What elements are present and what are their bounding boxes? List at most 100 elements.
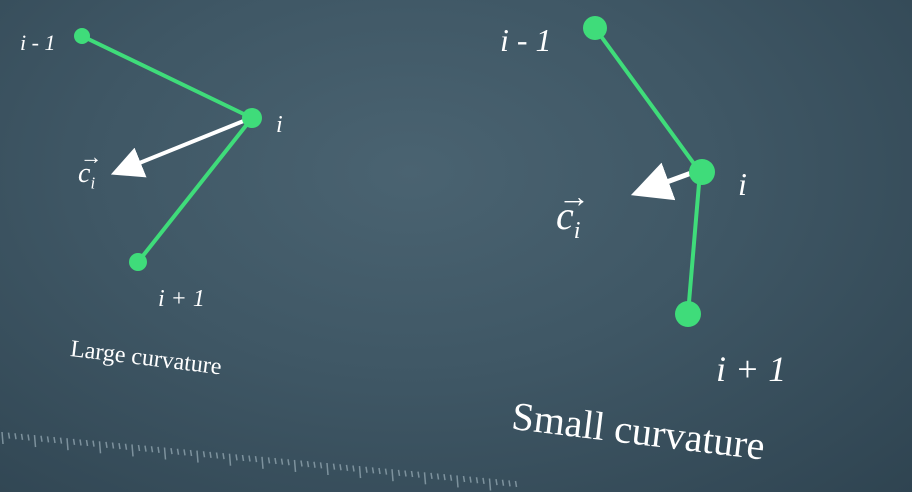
- ruler-tick: [196, 450, 199, 463]
- ruler-tick: [118, 443, 121, 450]
- ruler-tick: [482, 477, 485, 485]
- ruler-tick: [501, 479, 505, 486]
- small-curvature-diagram: [583, 16, 715, 327]
- ruler-tick: [378, 467, 381, 475]
- ruler-tick: [20, 433, 24, 440]
- ruler-tick: [215, 452, 219, 459]
- ruler-tick: [443, 474, 446, 481]
- ruler-tick: [228, 453, 232, 466]
- ruler-tick: [397, 469, 401, 476]
- ruler-tick: [66, 438, 69, 451]
- ruler-tick: [365, 466, 368, 473]
- node-next: [129, 253, 147, 271]
- ruler-tick: [131, 444, 134, 457]
- ruler-tick: [261, 456, 264, 469]
- curvature-vector-arrow: [630, 162, 695, 201]
- ruler-tick: [1, 431, 4, 445]
- ruler-tick: [449, 474, 453, 481]
- ruler-tick: [410, 470, 414, 478]
- ruler-tick: [280, 458, 284, 465]
- node-next: [675, 301, 701, 327]
- node-curr: [242, 108, 262, 128]
- curvature-vector-label: →ci: [556, 178, 590, 245]
- ruler-tick: [33, 435, 37, 448]
- edge-curr-to-next: [686, 171, 702, 315]
- ruler-tick: [339, 464, 342, 471]
- label-next-node: i + 1: [158, 286, 205, 312]
- ruler-tick: [306, 461, 310, 468]
- ruler-tick: [267, 457, 271, 464]
- ruler-tick: [183, 449, 186, 456]
- ruler-tick: [105, 441, 108, 449]
- ruler-tick: [235, 454, 238, 461]
- ruler-tick: [144, 445, 147, 452]
- curvature-vector-label: →ci: [78, 144, 102, 194]
- ruler-tick: [40, 435, 43, 442]
- ruler-tick: [495, 478, 498, 486]
- ruler-tick: [124, 443, 128, 450]
- ruler-tick: [371, 467, 375, 474]
- ruler-tick: [241, 454, 245, 462]
- label-prev-node: i - 1: [20, 30, 56, 55]
- ruler-tick: [404, 470, 407, 477]
- ruler-ticks: [1, 431, 518, 491]
- ruler-tick: [514, 480, 518, 488]
- ruler-tick: [358, 466, 362, 479]
- ruler-tick: [111, 442, 115, 449]
- ruler-tick: [313, 461, 316, 468]
- ruler-tick: [423, 472, 427, 485]
- ruler-tick: [72, 438, 76, 445]
- ruler-tick: [176, 448, 180, 455]
- ruler-tick: [92, 440, 95, 447]
- label-next-node: i + 1: [716, 349, 787, 389]
- ruler-tick: [222, 452, 225, 460]
- ruler-tick: [202, 451, 206, 458]
- ruler-tick: [59, 437, 63, 444]
- ruler-tick: [53, 436, 56, 444]
- edge-prev-to-curr: [81, 34, 253, 120]
- ruler-tick: [170, 447, 173, 455]
- label-prev-node: i - 1: [500, 22, 552, 58]
- label-curr-node: i: [276, 112, 283, 138]
- ruler-tick: [248, 455, 251, 462]
- ruler-tick: [332, 463, 336, 470]
- node-curr: [689, 159, 715, 185]
- ruler-tick: [137, 444, 141, 452]
- ruler-tick: [254, 456, 258, 463]
- ruler-tick: [508, 480, 511, 487]
- node-prev: [583, 16, 607, 40]
- ruler-tick: [85, 439, 89, 447]
- ruler-tick: [157, 446, 160, 454]
- ruler-tick: [189, 449, 193, 457]
- ruler-tick: [150, 446, 154, 453]
- ruler-tick: [436, 473, 440, 480]
- ruler-tick: [469, 476, 472, 483]
- ruler-tick: [462, 475, 466, 483]
- ruler-tick: [46, 436, 50, 443]
- node-prev: [74, 28, 90, 44]
- ruler-tick: [79, 439, 82, 446]
- vector-subscript: i: [573, 218, 581, 244]
- vector-arrow-symbol: →: [80, 144, 103, 169]
- ruler-tick: [319, 462, 323, 469]
- vector-symbol: c: [556, 193, 574, 238]
- ruler-tick: [345, 464, 349, 471]
- ruler-tick: [352, 465, 355, 472]
- ruler-tick: [475, 477, 479, 484]
- vector-subscript: i: [90, 173, 96, 193]
- ruler-tick: [456, 475, 459, 488]
- label-curr-node: i: [738, 166, 747, 202]
- edge-curr-to-next: [136, 116, 254, 264]
- ruler-tick: [163, 447, 167, 460]
- ruler-tick: [209, 451, 212, 458]
- curvature-vector-arrow: [110, 118, 247, 178]
- ruler-tick: [274, 457, 277, 465]
- vector-arrow-symbol: →: [558, 178, 590, 214]
- ruler-tick: [430, 472, 433, 480]
- vector-symbol: c: [78, 158, 91, 189]
- ruler-tick: [14, 433, 17, 440]
- ruler-tick: [27, 434, 30, 441]
- ruler-tick: [287, 459, 290, 466]
- large-curvature-diagram: [74, 28, 262, 271]
